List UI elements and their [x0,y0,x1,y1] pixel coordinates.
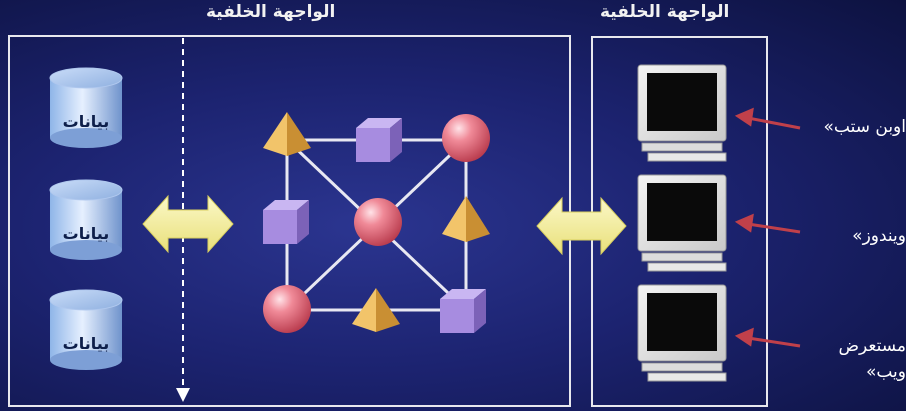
database-cylinder-icon [49,179,123,260]
database-label: بيانات [62,334,110,353]
monitor-icon [637,284,727,382]
cube-icon [356,118,402,162]
cube-icon [440,289,486,333]
database-1: بيانات [50,82,122,156]
database-cylinder-icon [49,67,123,148]
sphere-icon [354,198,402,246]
monitor-icon [637,64,727,162]
pyramid-icon [442,196,490,242]
pyramid-icon [352,288,400,332]
database-2: بيانات [50,194,122,268]
database-cylinder-icon [49,289,123,370]
pointer-arrow-icon [734,107,801,130]
client-label-browser-line1: مستعرض [838,336,906,356]
sphere-icon [442,114,490,162]
pointer-arrow-icon [734,327,801,348]
right-section-title: الواجهة الخلفية [600,2,730,22]
database-label: بيانات [62,112,110,131]
database-3: بيانات [50,304,122,378]
sphere-icon [263,285,311,333]
middle-section-title: الواجهة الخلفية [206,2,336,22]
pointer-arrow-icon [734,213,801,234]
monitor-icon [637,174,727,272]
pyramid-icon [263,112,311,156]
database-label: بيانات [62,224,110,243]
cube-icon [263,200,309,244]
client-label-windows: ويندوز» [852,226,906,246]
client-label-openstep: اوبن ستب» [823,117,906,137]
client-label-browser-line2: ويب» [865,362,906,382]
double-arrow-icon [536,196,627,256]
double-arrow-icon [142,194,234,254]
